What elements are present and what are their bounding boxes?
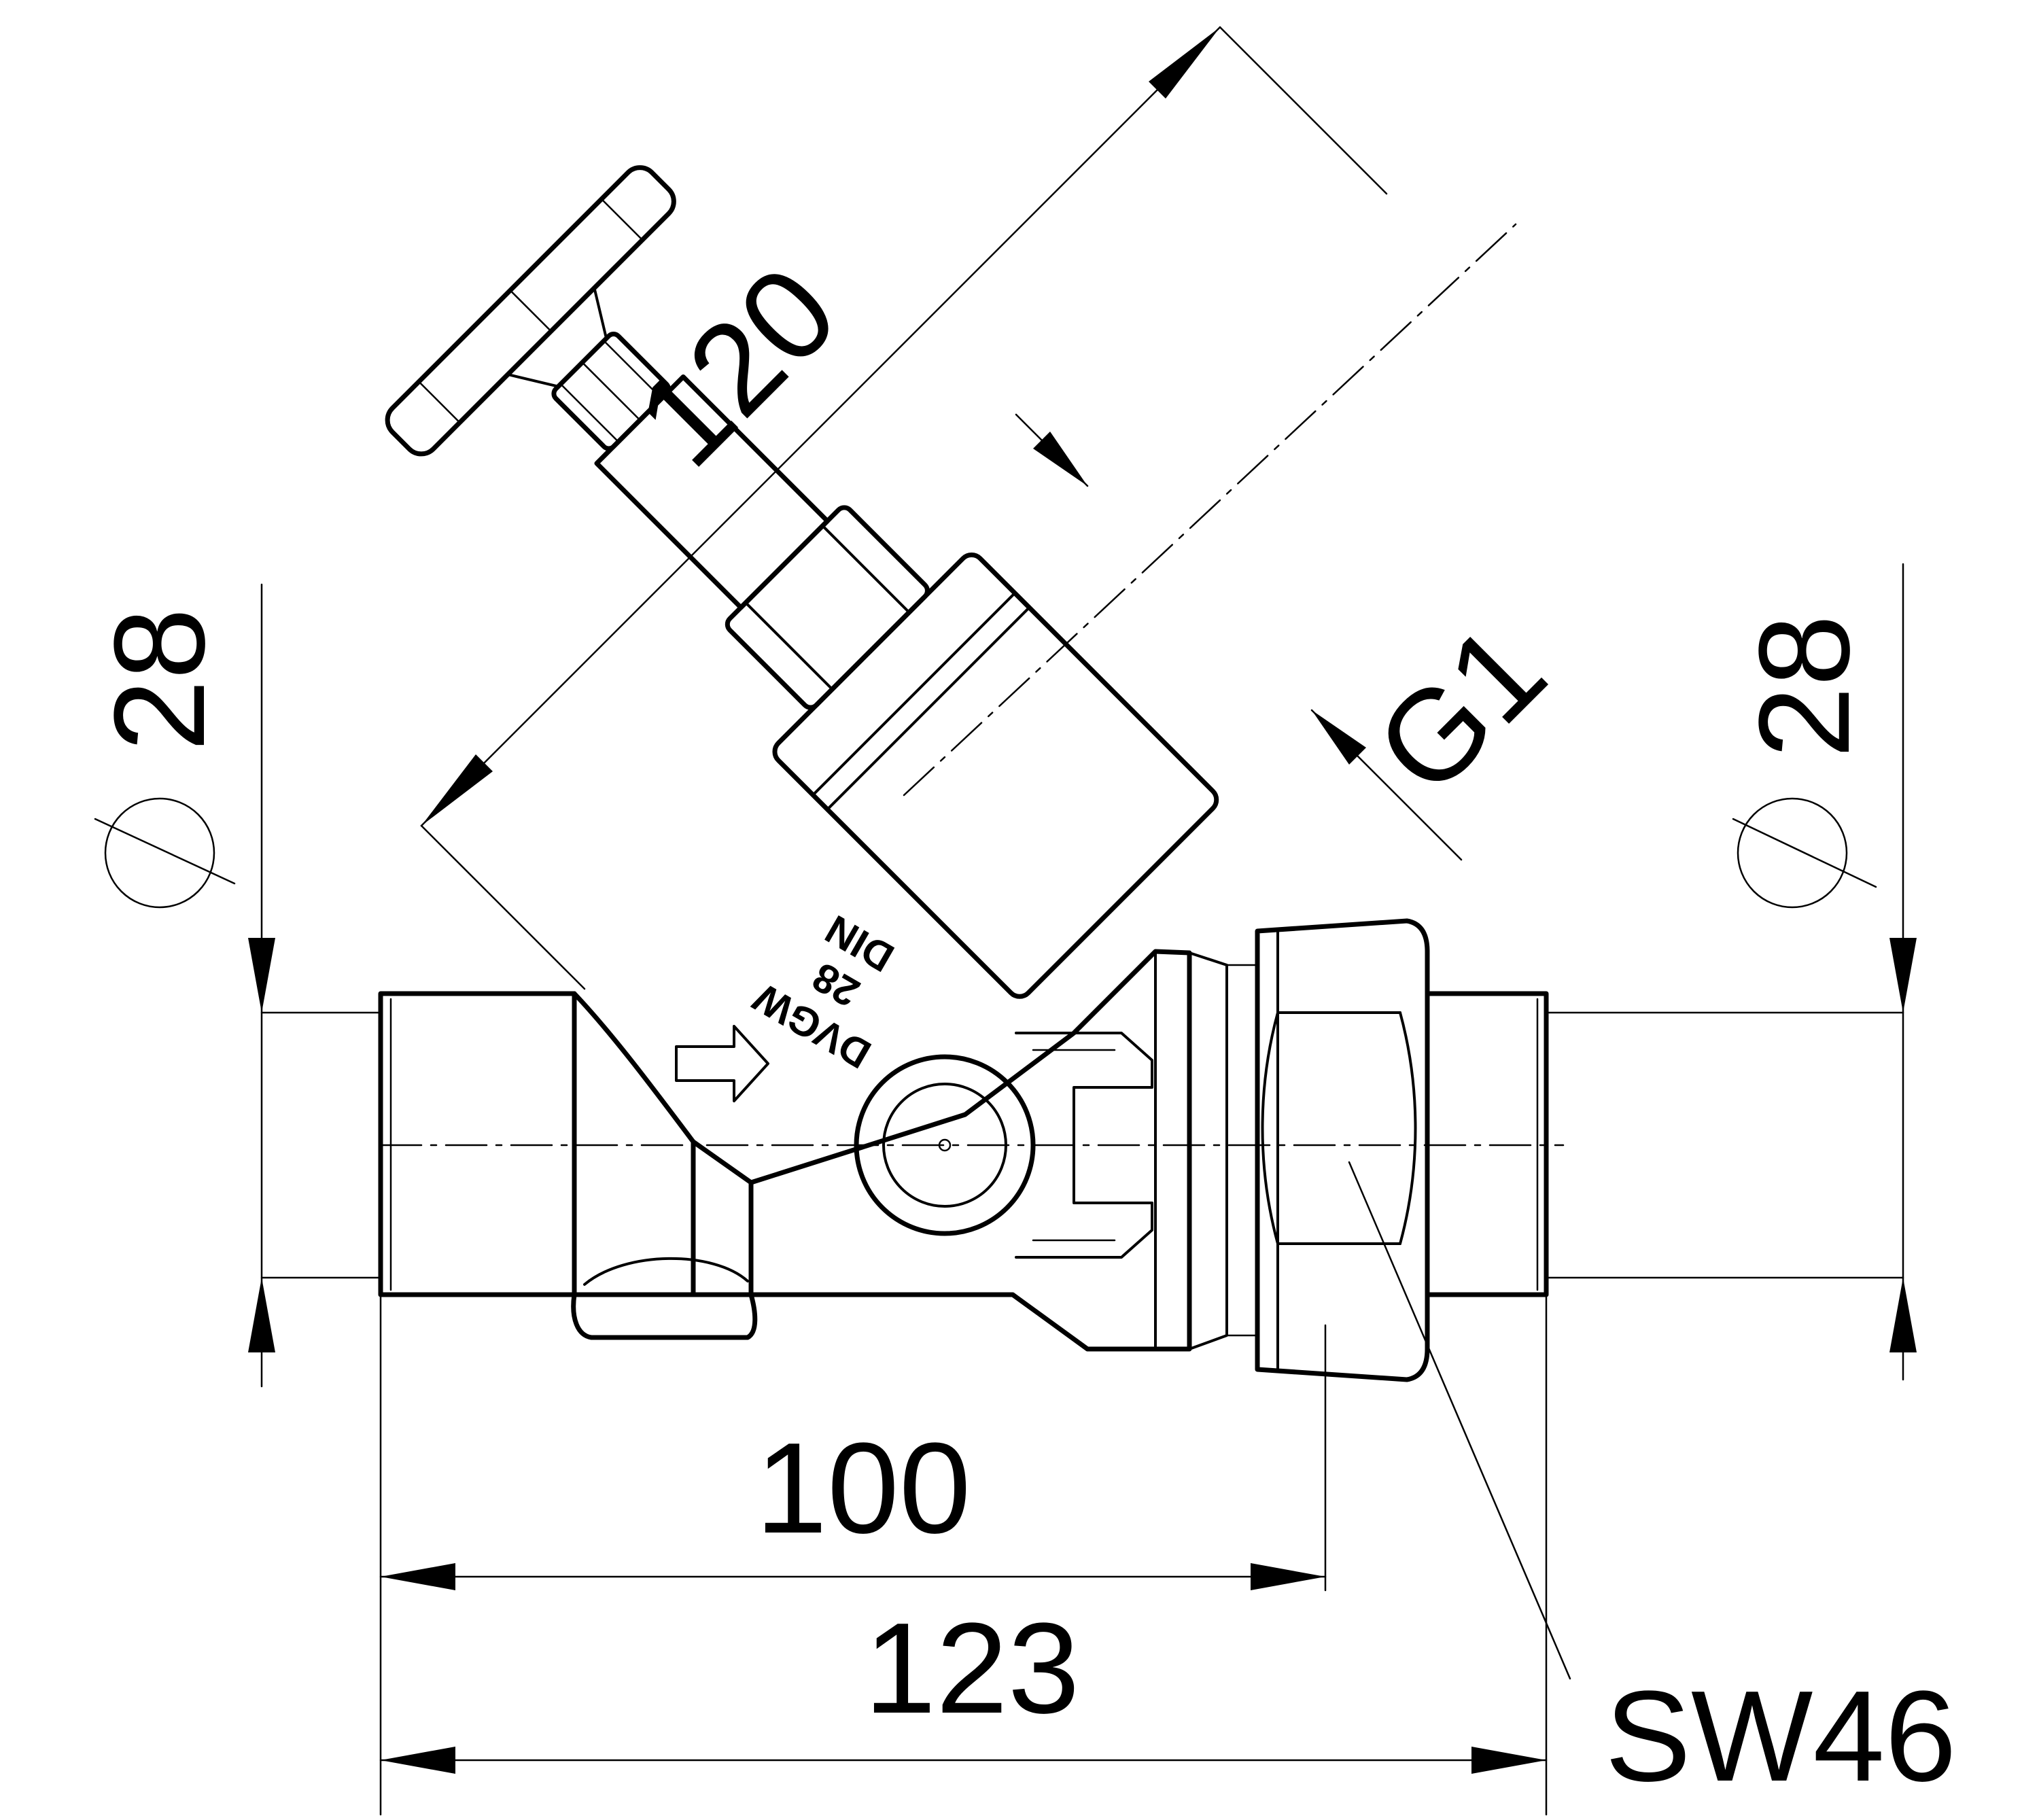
dim-right-diameter: 28 xyxy=(1545,563,1917,1381)
dim-overall-length: 123 xyxy=(379,1293,1548,1816)
dim-left-diameter: 28 xyxy=(88,583,382,1388)
valve-body xyxy=(378,918,1549,1382)
dim-100-label: 100 xyxy=(755,1416,971,1560)
dim-diagonal-120: 120 xyxy=(420,26,1388,990)
union-nut xyxy=(1255,918,1430,1382)
dim-123-label: 123 xyxy=(864,1596,1079,1740)
gland-nut xyxy=(725,505,930,710)
body-marking: DVGW 28 DIN xyxy=(746,907,901,1078)
bonnet-assembly xyxy=(385,165,1219,999)
stem-centerline xyxy=(903,223,1517,797)
dim-120-label: 120 xyxy=(610,239,864,493)
body-contour xyxy=(571,991,758,1340)
dim-center-length: 100 xyxy=(379,1293,1327,1816)
dim-thread-g1: G1 xyxy=(1015,413,1573,861)
right-pipe-end xyxy=(1425,991,1549,1297)
left-diameter-symbol-icon xyxy=(104,797,215,909)
flow-arrow-icon xyxy=(675,1025,769,1102)
right-diameter-symbol-icon xyxy=(1737,797,1848,909)
dim-wrench-size: SW46 xyxy=(1348,1161,1957,1808)
lower-boss xyxy=(583,1257,749,1286)
dim-sw46-label: SW46 xyxy=(1605,1664,1956,1808)
dim-g1-label: G1 xyxy=(1348,597,1572,821)
left-pipe-end xyxy=(378,991,577,1297)
dim-left-28-label: 28 xyxy=(88,608,232,751)
dim-right-28-label: 28 xyxy=(1732,614,1877,758)
